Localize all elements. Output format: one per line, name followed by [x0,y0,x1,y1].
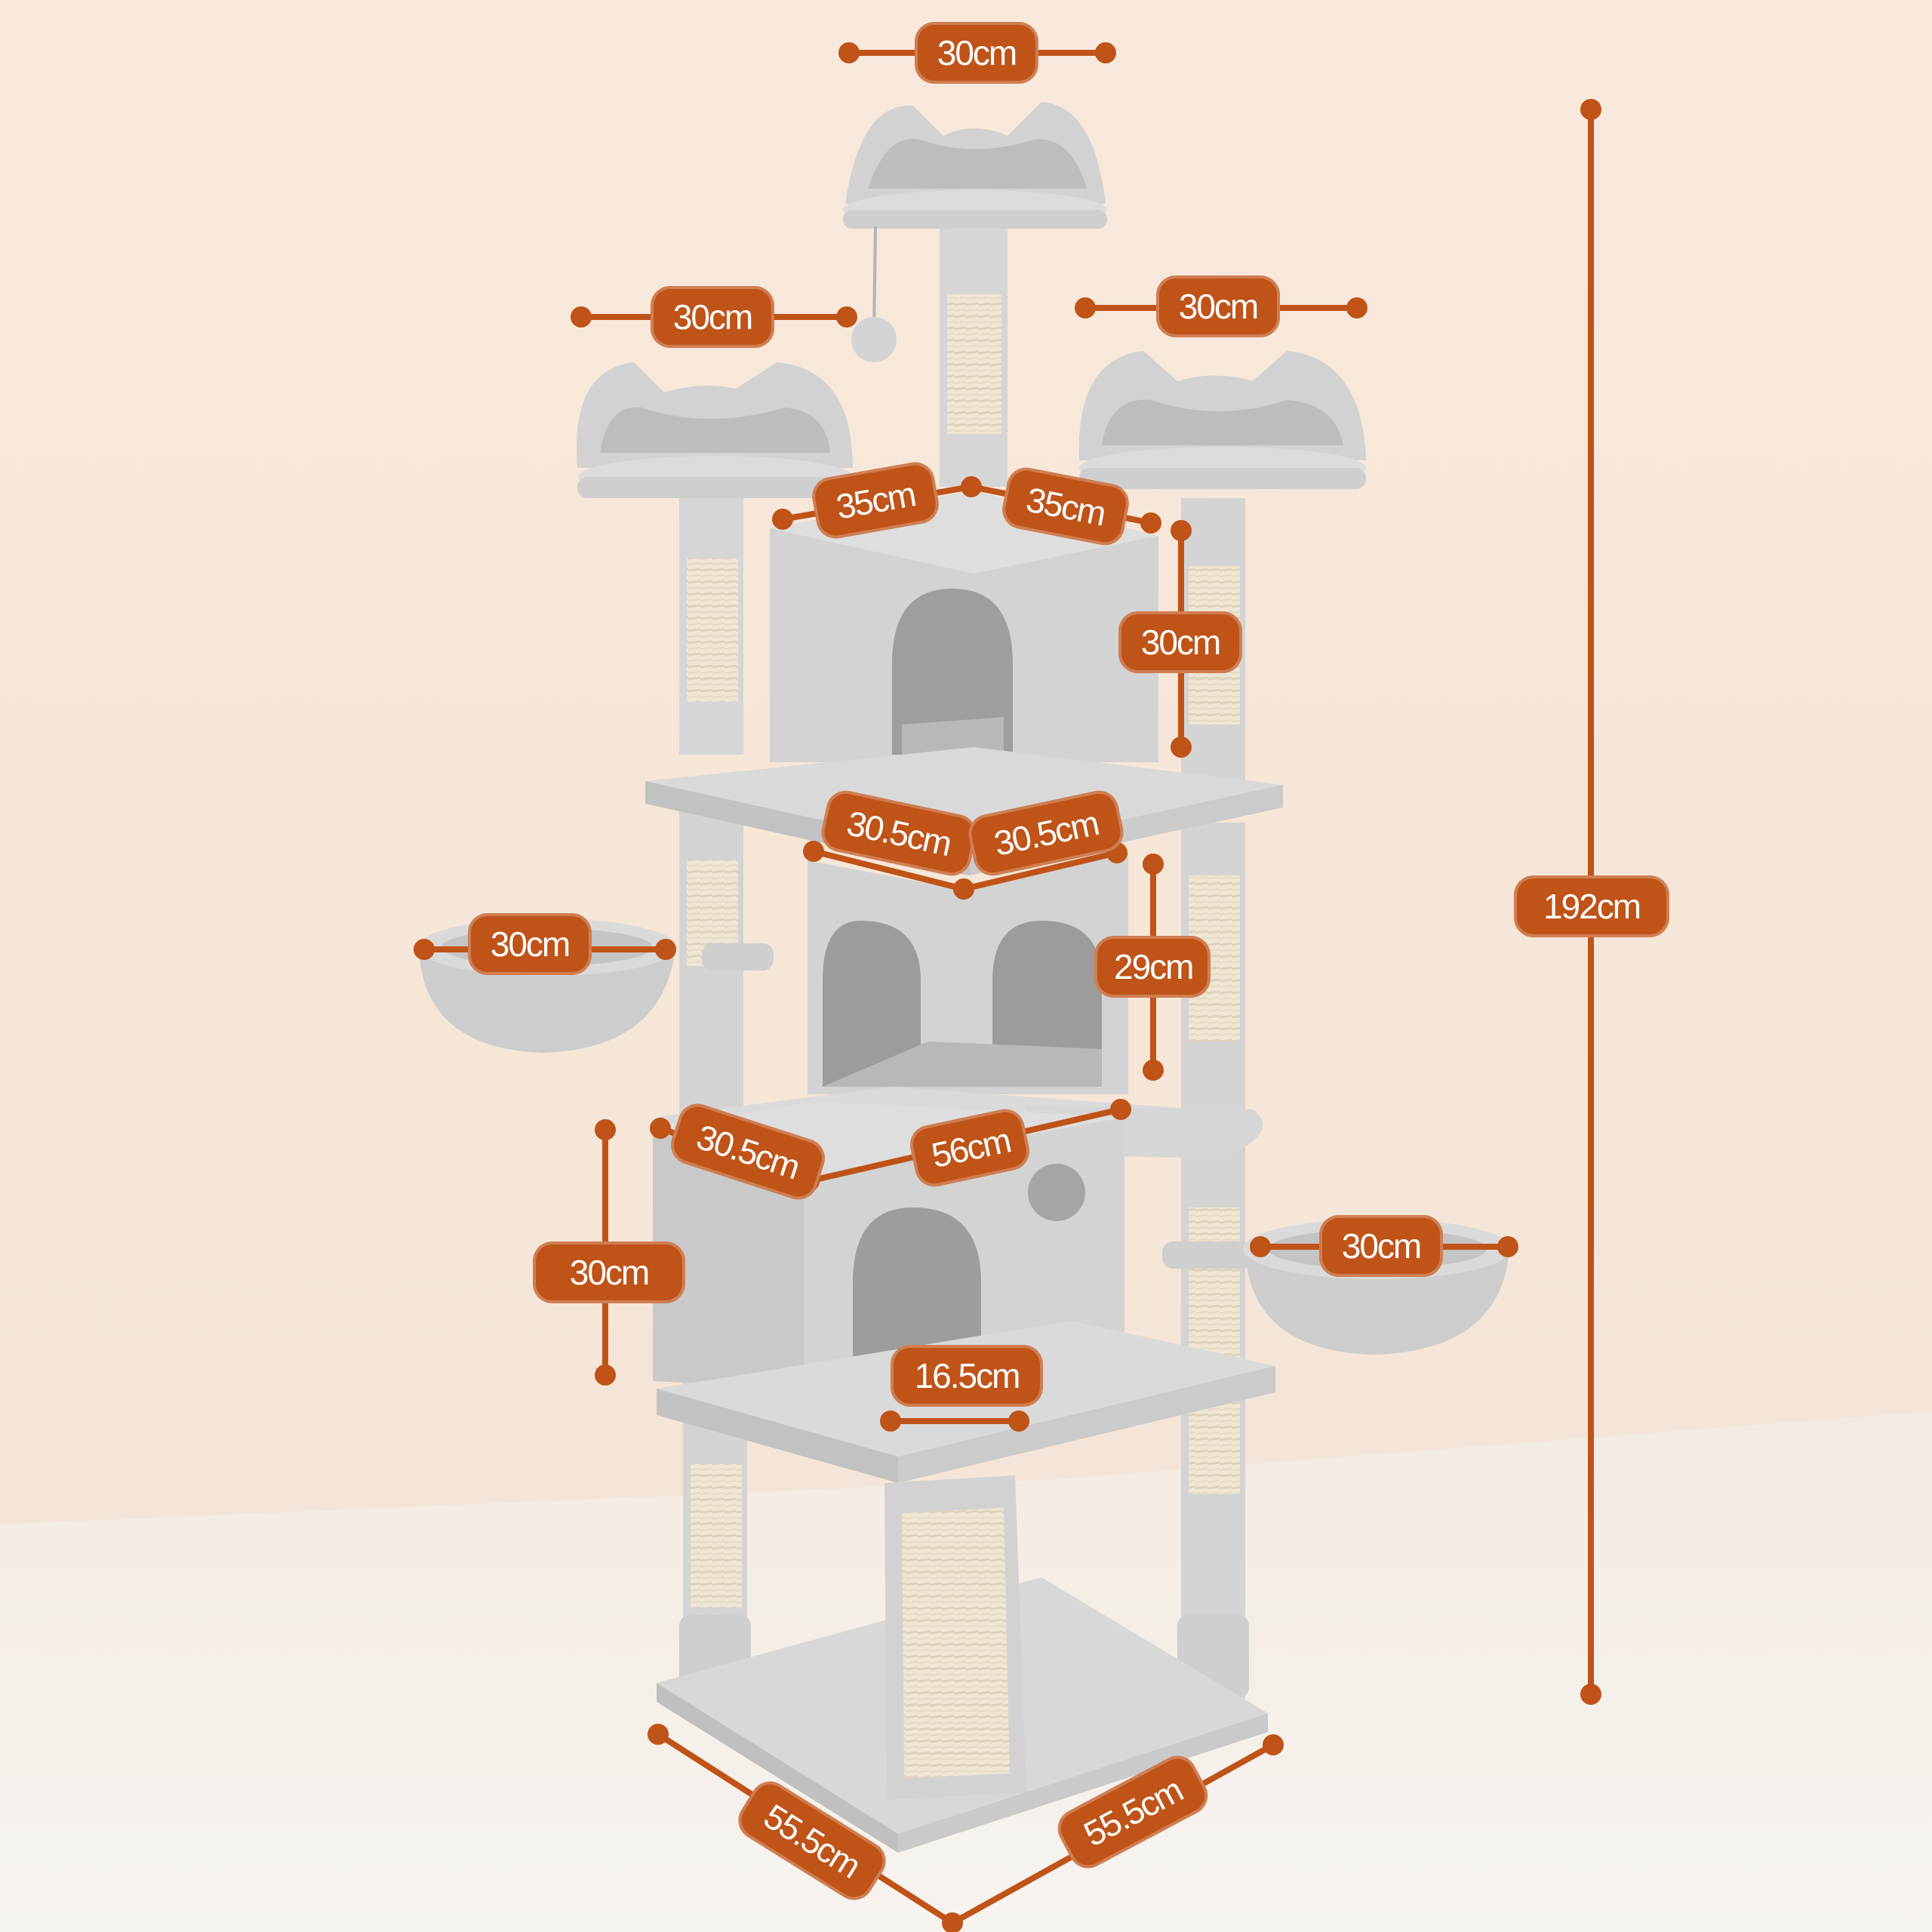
hanging-ball-toy [851,226,897,362]
right-basket-width-label: 30cm [1319,1215,1443,1277]
top-perch-width-label: 30cm [915,22,1038,84]
middle-condo [808,853,1128,1094]
middle-condo-height-label: 29cm [1094,936,1211,998]
bottom-condo-height-label: 30cm [533,1241,685,1303]
scratch-board-width-label: 16.5cm [891,1345,1043,1407]
left-basket-width-label: 30cm [468,913,592,975]
total-height-label: 192cm [1514,875,1669,937]
left-perch [576,362,853,498]
top-perch [843,102,1107,229]
top-condo-height-label: 30cm [1118,611,1242,673]
top-post [940,226,1008,487]
right-perch-width-label: 30cm [1156,275,1280,337]
left-perch-width-label: 30cm [651,286,774,348]
right-rear-post [1177,498,1249,1706]
right-perch [1078,351,1366,489]
scratch-board [884,1475,1026,1800]
